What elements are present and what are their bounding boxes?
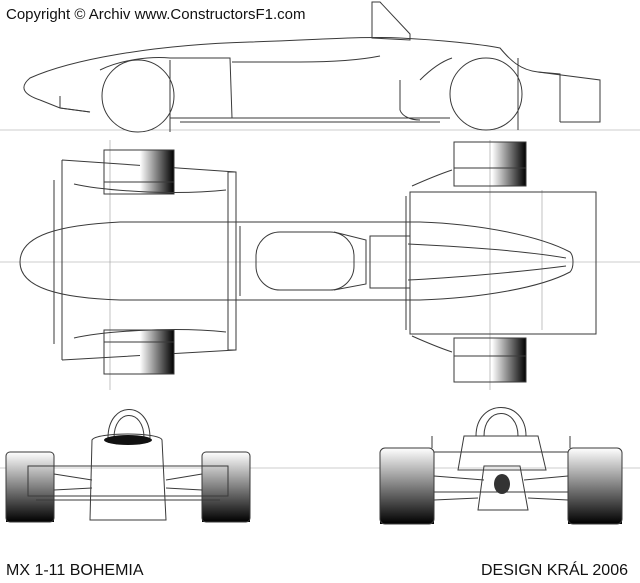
- top-cockpit: [255, 231, 355, 291]
- model-name: MX 1-11 BOHEMIA: [6, 562, 144, 579]
- top-rear-right-tire: [453, 337, 527, 383]
- front-roll-hoop: [107, 409, 151, 439]
- side-sidepod: [99, 57, 233, 119]
- copyright-notice: Copyright © Archiv www.ConstructorsF1.co…: [6, 6, 306, 23]
- rear-view: [379, 407, 623, 525]
- rear-engine-cover: [457, 435, 547, 471]
- top-rear-wing: [409, 191, 597, 335]
- front-view: [0, 409, 640, 523]
- front-view-right-tire: [201, 451, 251, 523]
- front-body: [89, 433, 167, 521]
- rear-view-left-tire: [379, 447, 435, 525]
- side-front-wheel: [101, 59, 175, 133]
- side-view: [0, 1, 640, 133]
- rear-roll-hoop: [475, 407, 527, 437]
- top-view: [0, 140, 640, 390]
- side-roll-hoop: [371, 1, 411, 41]
- side-rear-wheel: [449, 57, 523, 131]
- top-rear-left-tire: [453, 141, 527, 187]
- designer-credit: DESIGN KRÁL 2006: [480, 562, 628, 579]
- rear-view-right-tire: [567, 447, 623, 525]
- top-fuselage: [19, 221, 574, 301]
- front-view-left-tire: [5, 451, 55, 523]
